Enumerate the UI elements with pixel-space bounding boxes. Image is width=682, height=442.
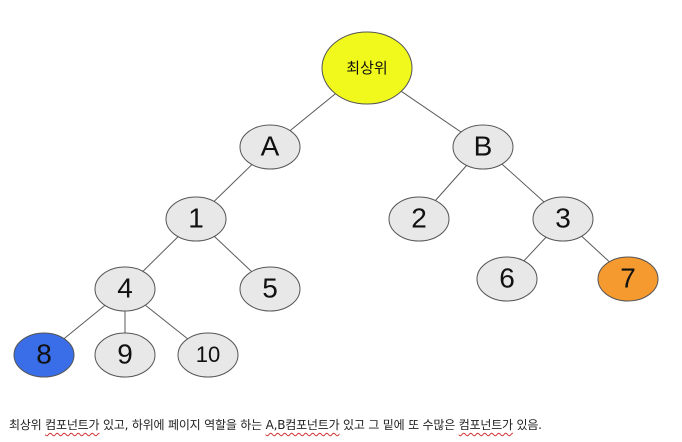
caption-part: 있고, 하위에 페이지 역할을 하는: [99, 418, 266, 432]
tree-node-a: A: [239, 124, 301, 170]
tree-node-n6: 6: [476, 256, 538, 302]
node-label: 10: [196, 342, 220, 367]
node-label: 6: [499, 262, 515, 293]
tree-node-n2: 2: [388, 196, 450, 242]
tree-node-n3: 3: [532, 196, 594, 242]
node-label: 7: [620, 262, 636, 293]
node-ellipse: [239, 266, 301, 312]
caption-part: 있음.: [512, 418, 543, 432]
component-tree-diagram: 최상위 A B 1 2 3 4 5 6 7 8 9 10: [13, 31, 659, 378]
tree-node-n5: 5: [239, 266, 301, 312]
node-ellipse: [94, 266, 156, 312]
node-label: 8: [36, 338, 52, 369]
node-ellipse: [476, 256, 538, 302]
node-ellipse: [239, 124, 301, 170]
caption-part: 있고 그 밑에 또 수많은: [339, 418, 459, 432]
node-ellipse: [532, 196, 594, 242]
caption-text: 최상위 컴포넌트가 있고, 하위에 페이지 역할을 하는 A,B컴포넌트가 있고…: [9, 416, 673, 433]
node-ellipse: [165, 196, 227, 242]
caption-misspelled-word: 컴포넌트가: [45, 418, 100, 432]
node-ellipse: [321, 31, 413, 105]
node-label: 2: [411, 202, 427, 233]
tree-node-n1: 1: [165, 196, 227, 242]
node-label: 1: [188, 202, 204, 233]
node-label: A: [261, 130, 280, 161]
node-ellipse: [94, 332, 156, 378]
caption-misspelled-word: A,B컴포넌트가: [265, 418, 340, 432]
caption-part: 최상위: [9, 418, 46, 432]
node-label: 3: [555, 202, 571, 233]
caption-misspelled-word: 컴포넌트가: [458, 418, 513, 432]
tree-node-n10: 10: [177, 332, 239, 378]
tree-node-n9: 9: [94, 332, 156, 378]
node-ellipse: [388, 196, 450, 242]
tree-node-b: B: [452, 124, 514, 170]
tree-node-n8: 8: [13, 332, 75, 378]
tree-node-n4: 4: [94, 266, 156, 312]
node-ellipse: [597, 256, 659, 302]
node-label: 최상위: [346, 60, 387, 77]
node-label: B: [474, 130, 493, 161]
tree-node-n7: 7: [597, 256, 659, 302]
node-label: 5: [262, 272, 278, 303]
node-ellipse: [452, 124, 514, 170]
node-ellipse: [177, 332, 239, 378]
tree-node-root: 최상위: [321, 31, 413, 105]
node-ellipse: [13, 332, 75, 378]
node-label: 4: [117, 272, 133, 303]
node-label: 9: [117, 338, 133, 369]
